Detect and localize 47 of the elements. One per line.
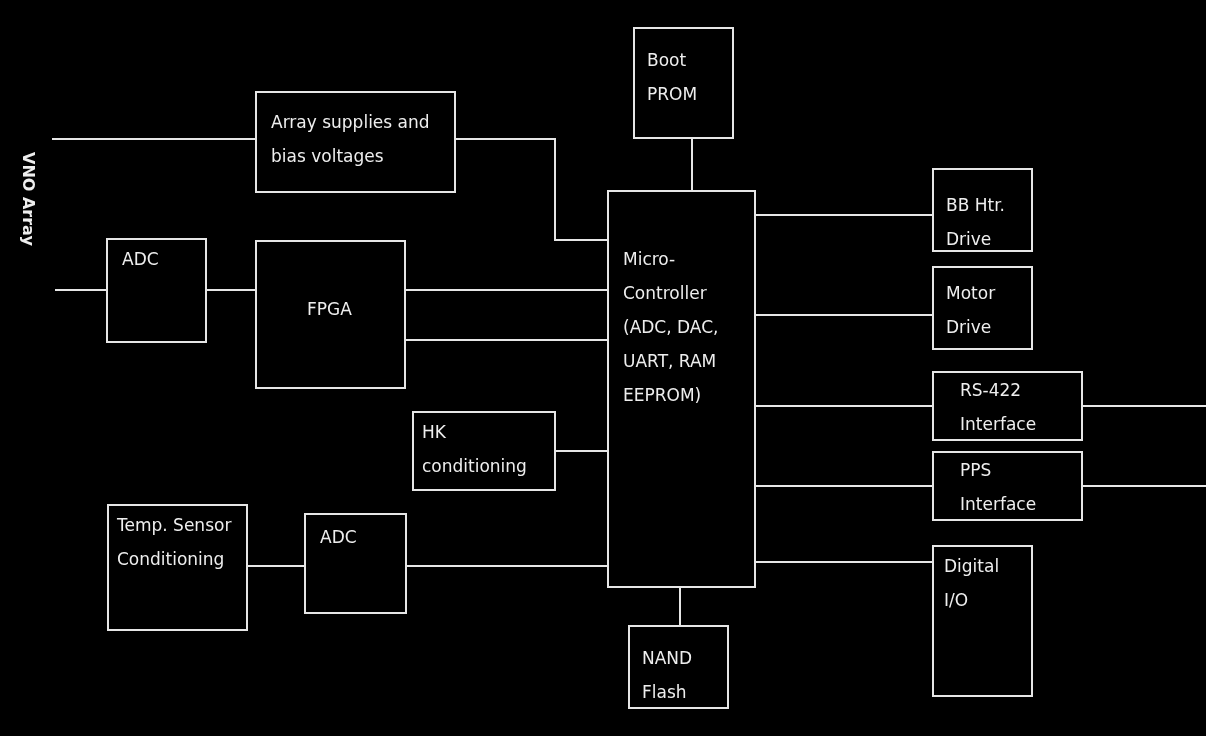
connector-line [755, 485, 933, 487]
block-label: Digital I/O [944, 555, 1001, 612]
connector-line [405, 339, 608, 341]
block-label: PPS Interface [960, 459, 1038, 516]
block-box [607, 190, 756, 588]
block-box [932, 545, 1033, 697]
connector-line [691, 138, 693, 191]
block-label: Micro-Controller (ADC, DAC, UART, RAM EEPROM) [623, 248, 720, 407]
connector-line [1082, 485, 1206, 487]
block-box [107, 504, 248, 631]
block-label: ADC [320, 526, 358, 549]
block-box [932, 371, 1083, 441]
block-box [255, 91, 456, 193]
block-box [633, 27, 734, 139]
connector-line [206, 289, 256, 291]
block-box [932, 451, 1083, 521]
block-box [304, 513, 407, 614]
connector-line [755, 405, 933, 407]
block-box [255, 240, 406, 389]
connector-line [247, 565, 305, 567]
block-label: FPGA [307, 298, 353, 321]
connector-line [755, 314, 933, 316]
block-label: ADC [122, 248, 160, 271]
block-label: Temp. Sensor Conditioning [117, 514, 232, 571]
block-box [412, 411, 556, 491]
side-label: VNO Array [19, 152, 38, 246]
block-box [932, 266, 1033, 350]
block-box [106, 238, 207, 343]
connector-line [405, 289, 608, 291]
connector-line [755, 561, 933, 563]
connector-line [455, 138, 608, 241]
block-label: Array supplies and bias voltages [271, 111, 431, 168]
connector-line [555, 450, 608, 452]
block-label: RS-422 Interface [960, 379, 1038, 436]
block-label: NAND Flash [642, 647, 694, 704]
block-label: BB Htr. Drive [946, 194, 1006, 251]
block-label: Boot PROM [647, 49, 699, 106]
connector-line [679, 587, 681, 626]
block-box [628, 625, 729, 709]
block-label: Motor Drive [946, 282, 997, 339]
connector-line [755, 214, 933, 216]
connector-line [406, 565, 608, 567]
connector-line [54, 289, 107, 291]
block-box [932, 168, 1033, 252]
connector-line [51, 138, 256, 140]
block-label: HK conditioning [422, 421, 528, 478]
connector-line [1082, 405, 1206, 407]
